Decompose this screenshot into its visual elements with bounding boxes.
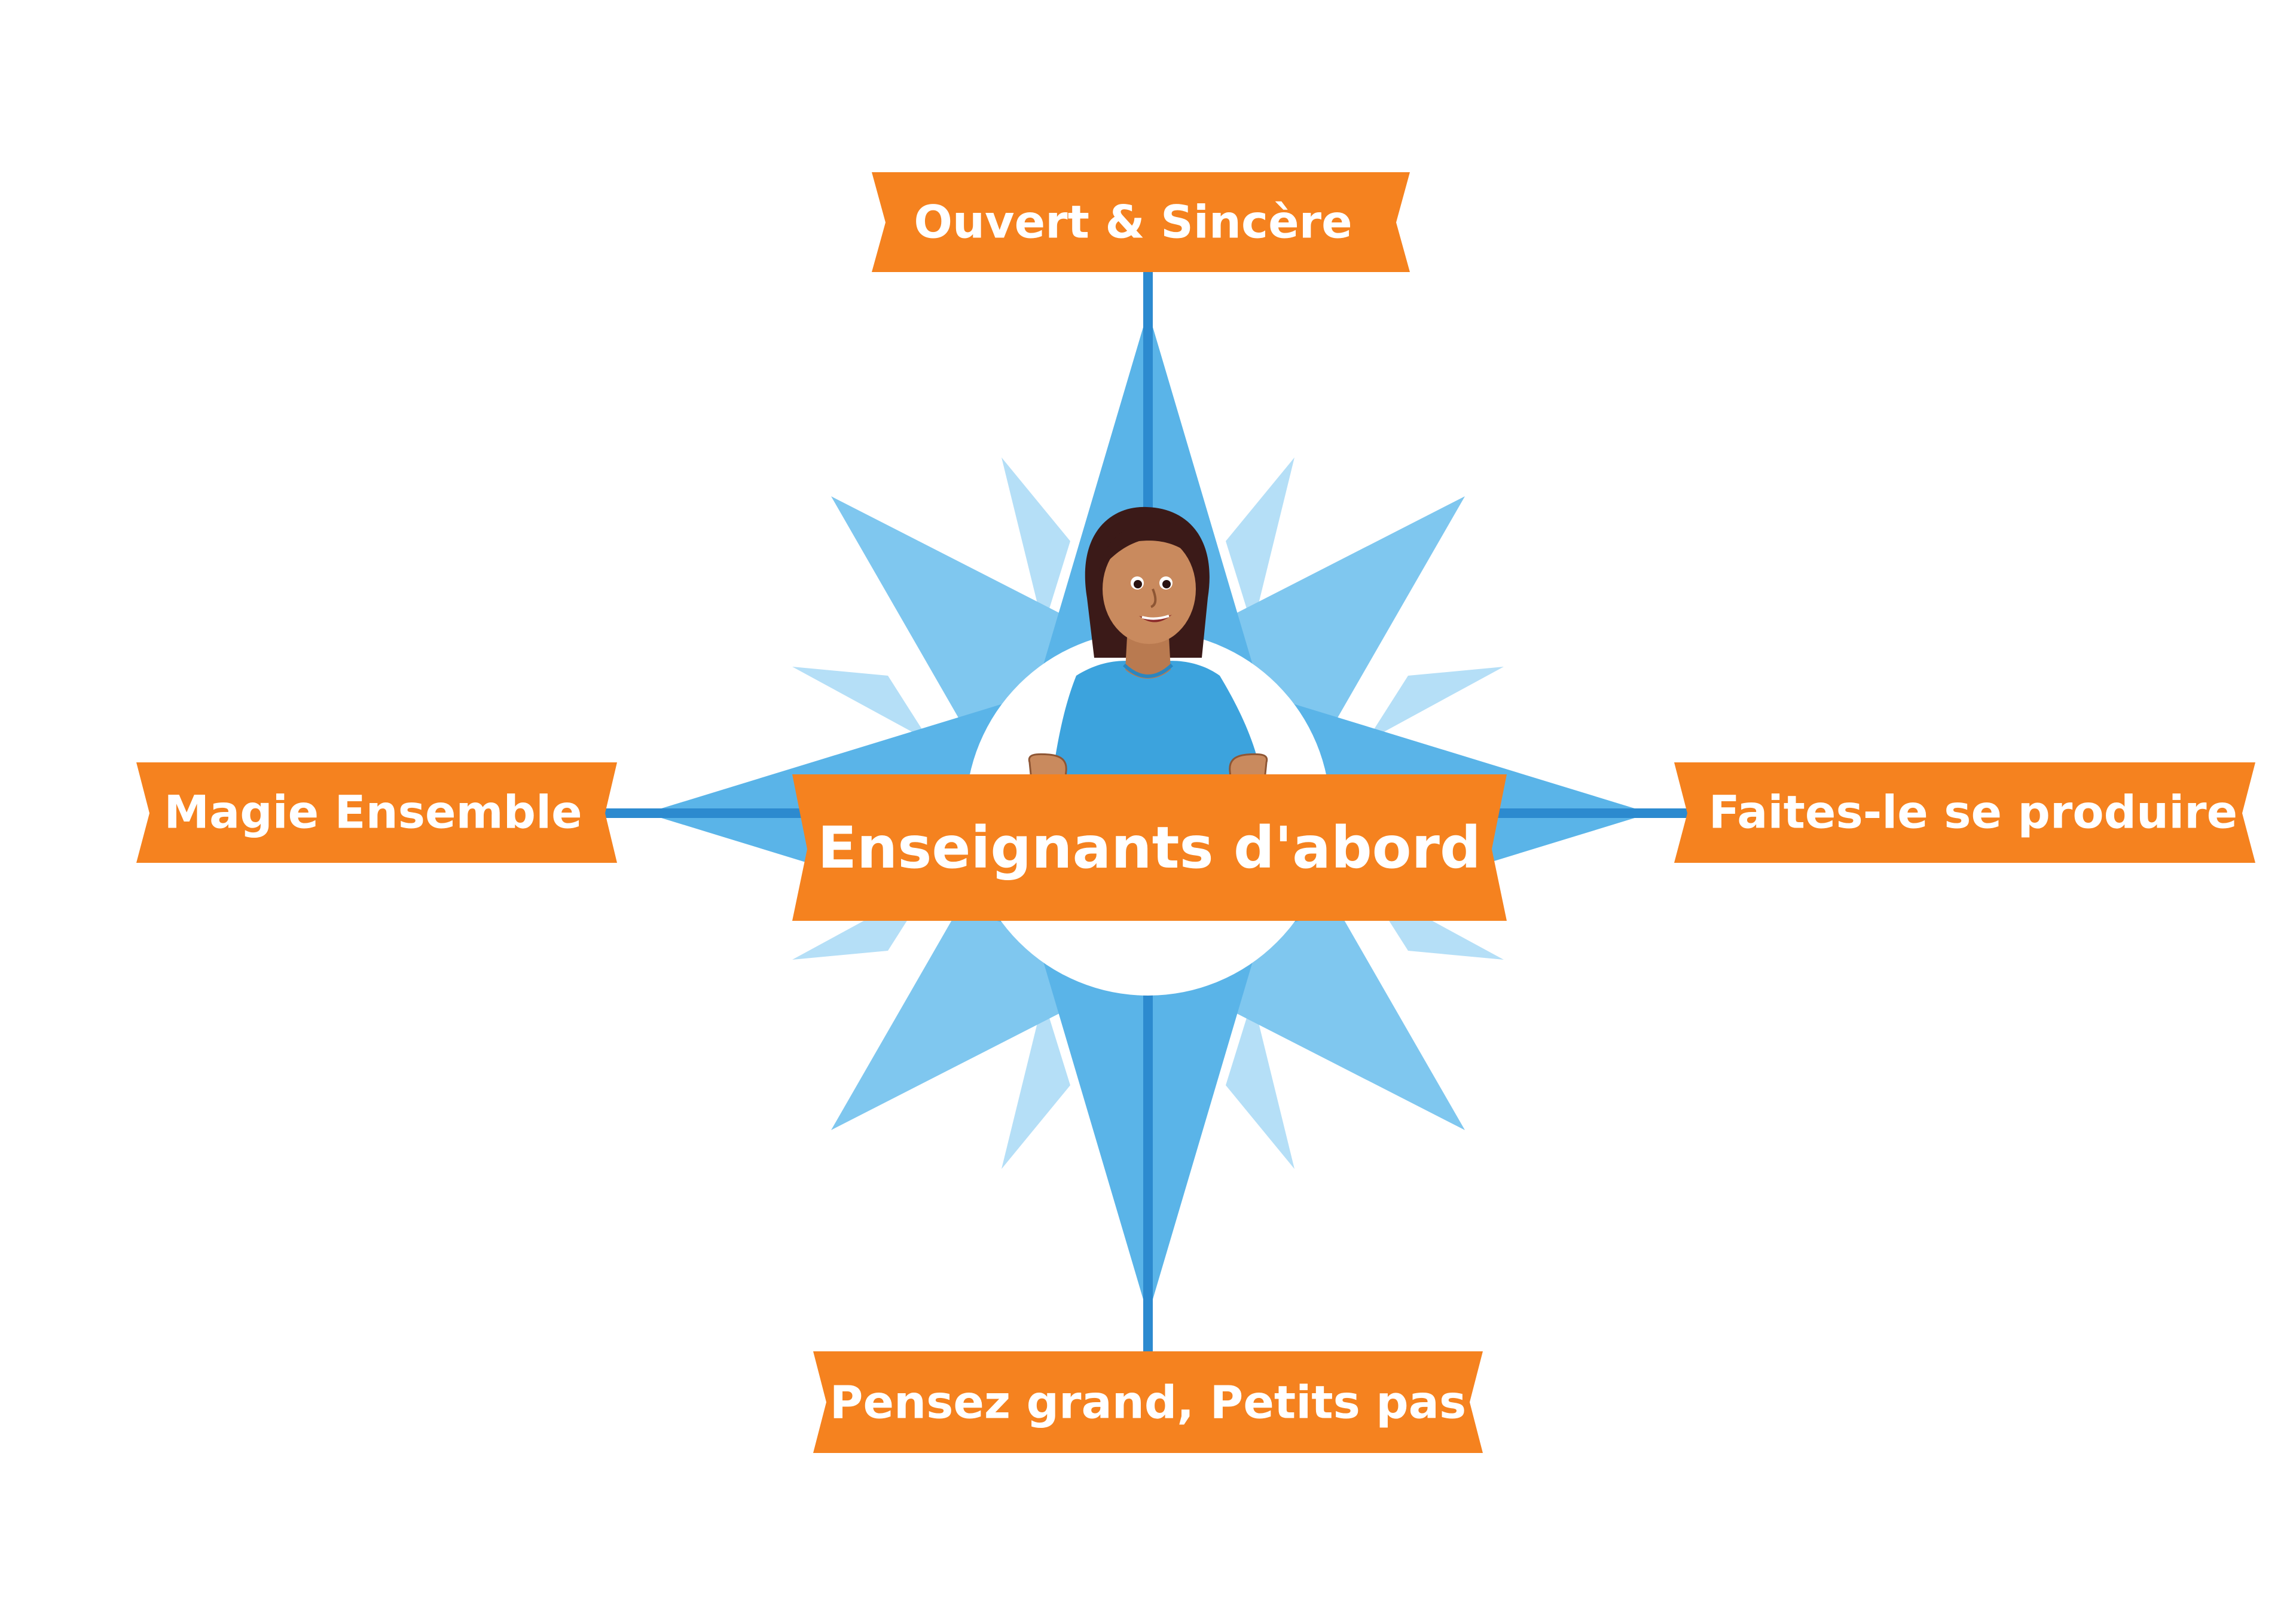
east-banner: Faites-le se produire: [1674, 762, 2255, 863]
center-banner: Enseignants d'abord: [792, 774, 1507, 921]
center-banner-label: Enseignants d'abord: [817, 814, 1480, 881]
west-banner-label: Magie Ensemble: [164, 786, 582, 839]
teacher-avatar: [1028, 506, 1268, 807]
north-banner: Ouvert & Sincère: [872, 172, 1410, 272]
north-banner-label: Ouvert & Sincère: [914, 196, 1352, 249]
south-banner-label: Pensez grand, Petits pas: [830, 1376, 1466, 1429]
compass-light-points: [792, 457, 1504, 1169]
west-banner: Magie Ensemble: [136, 762, 617, 863]
south-banner: Pensez grand, Petits pas: [813, 1351, 1483, 1453]
east-banner-label: Faites-le se produire: [1709, 786, 2237, 839]
